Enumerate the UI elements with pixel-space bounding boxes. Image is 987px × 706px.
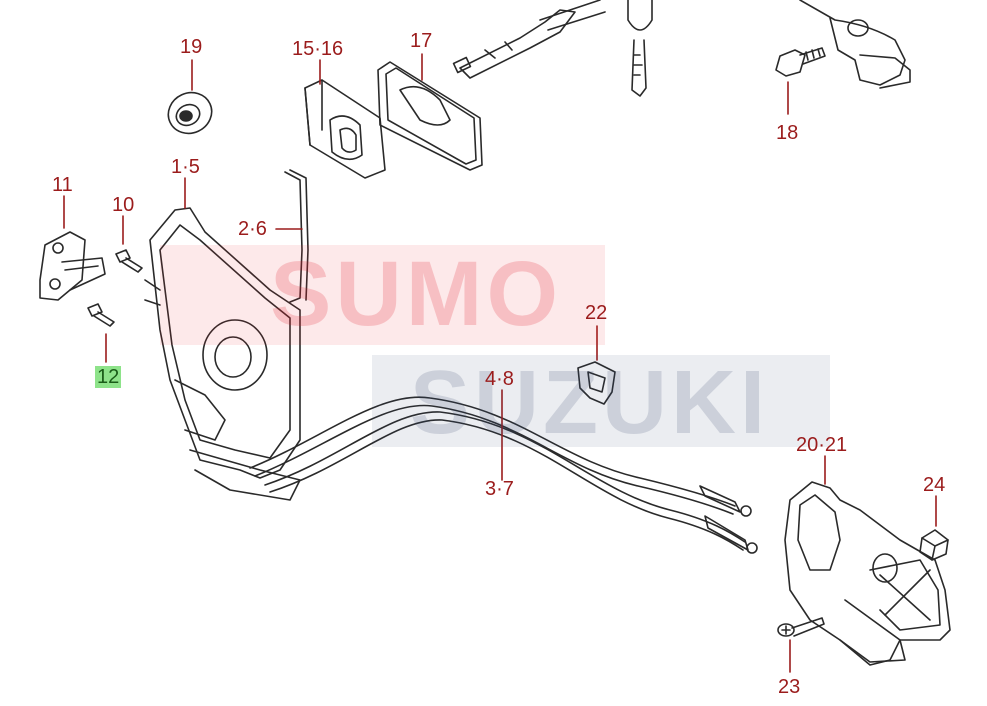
screw-10-part	[115, 215, 143, 273]
inner-handle-part	[784, 455, 951, 666]
cable-assembly	[249, 389, 758, 554]
callout-24: 24	[923, 474, 946, 496]
callout-4-8: 4·8	[485, 368, 514, 390]
key-part	[627, 0, 653, 97]
watermark-suzuki: SUZUKI	[410, 353, 769, 453]
callout-1-5: 1·5	[171, 156, 200, 178]
bolt-part	[775, 47, 826, 115]
cap-part	[919, 495, 949, 561]
callout-12: 12	[95, 366, 122, 388]
callout-18: 18	[776, 122, 799, 144]
gasket-part	[377, 61, 483, 171]
callout-3-7: 3·7	[485, 478, 514, 500]
callout-17: 17	[410, 30, 433, 52]
lock-rod-part	[275, 169, 309, 303]
bracket-part	[304, 79, 386, 179]
callout-10: 10	[112, 194, 135, 216]
screw-12-part	[87, 303, 115, 363]
callout-23: 23	[778, 676, 801, 698]
striker-part	[39, 195, 106, 301]
grommet-part	[167, 91, 213, 135]
watermark-band-blue	[372, 355, 830, 447]
callout-2-6: 2·6	[238, 218, 267, 240]
callout-11: 11	[52, 174, 73, 196]
callout-22: 22	[585, 302, 608, 324]
callout-15-16: 15·16	[292, 38, 344, 60]
clip-part	[577, 325, 616, 405]
leader-lines	[191, 53, 423, 91]
outer-handle-part	[799, 0, 911, 89]
watermark-band-red	[160, 245, 605, 345]
callout-19: 19	[180, 36, 203, 58]
watermark-sumo: SUMO	[270, 243, 562, 345]
door-lock-assembly	[144, 177, 301, 501]
callout-20-21: 20·21	[796, 434, 848, 456]
screw-23-part	[777, 617, 825, 673]
lock-cylinder-part	[452, 0, 606, 79]
